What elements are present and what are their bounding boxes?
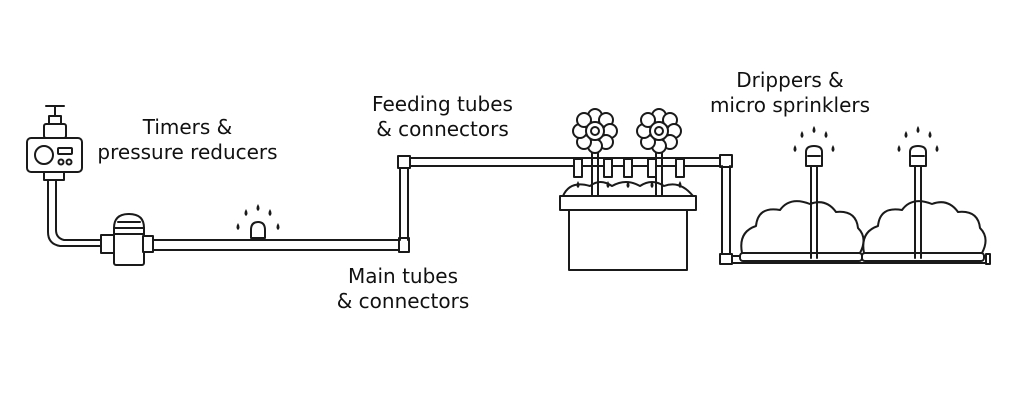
label-line: pressure reducers: [97, 140, 278, 164]
flower-icon: [636, 108, 682, 197]
flower-icon: [572, 108, 618, 197]
label-timers-pressure-reducers: Timers & pressure reducers: [80, 115, 295, 165]
tap-valve-icon: [43, 105, 67, 139]
inline-dripper-icon: [236, 204, 280, 241]
label-line: Drippers &: [736, 68, 844, 92]
micro-sprinkler-icon: [897, 126, 939, 259]
label-line: Feeding tubes: [372, 92, 513, 116]
label-main-tubes-connectors: Main tubes & connectors: [318, 264, 488, 314]
planter-box-icon: [559, 181, 697, 271]
shrub-bed-icon: [739, 200, 865, 262]
label-line: & connectors: [376, 117, 509, 141]
label-line: Timers &: [142, 115, 233, 139]
shrub-bed-icon: [861, 200, 987, 262]
supply-pipe: [47, 179, 105, 247]
label-line: micro sprinklers: [709, 93, 871, 117]
label-line: Main tubes: [347, 264, 459, 288]
water-timer-icon: [26, 137, 83, 181]
main-tube: [152, 155, 411, 253]
micro-sprinkler-icon: [793, 126, 835, 259]
dripper-stake-icon: [573, 158, 685, 188]
label-feeding-tubes-connectors: Feeding tubes & connectors: [350, 92, 535, 142]
label-line: & connectors: [336, 289, 470, 313]
pressure-reducer-icon: [100, 213, 154, 266]
label-drippers-micro-sprinklers: Drippers & micro sprinklers: [690, 68, 890, 118]
